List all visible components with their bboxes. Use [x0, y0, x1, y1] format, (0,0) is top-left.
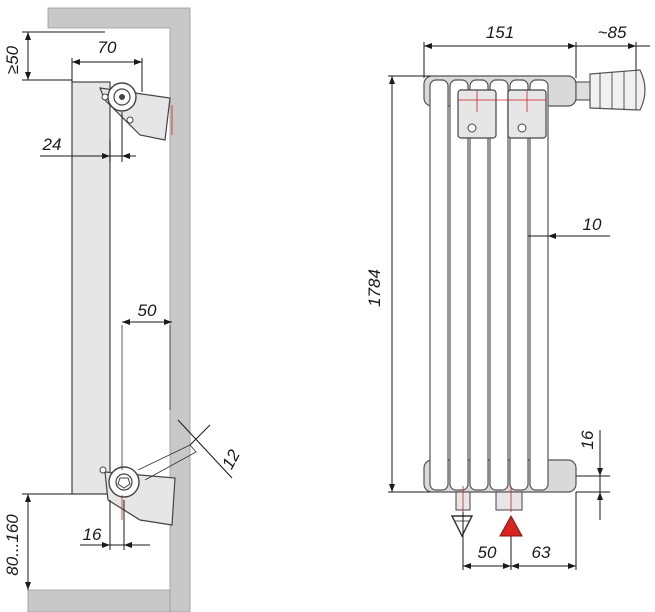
dim-spacing: 10 [528, 215, 610, 239]
dim-port-b-label: 63 [532, 543, 551, 562]
dim-pipe-label: 16 [83, 525, 102, 544]
bottom-valve [99, 444, 197, 526]
dim-spacing-label: 10 [583, 215, 602, 234]
side-view: ≥50 70 24 50 [3, 7, 244, 612]
outlet-marker [450, 515, 474, 538]
dim-valve-label: ~85 [598, 23, 627, 42]
dim-front-width-label: 151 [486, 23, 514, 42]
dim-front-width: 151 [423, 23, 577, 78]
dim-bracket: 50 [122, 301, 172, 325]
dim-top-gap-label: ≥50 [3, 45, 22, 74]
dim-floor: 80...160 [3, 493, 72, 590]
dim-height: 1784 [365, 75, 430, 493]
dim-valve: ~85 [576, 23, 650, 70]
dim-width-side: 70 [71, 38, 143, 92]
wall [47, 7, 191, 612]
front-view: 151 ~85 1784 10 [365, 23, 650, 570]
dim-bracket-label: 50 [138, 301, 157, 320]
inlet-marker [499, 514, 523, 537]
dim-depth-label: 24 [42, 135, 62, 154]
top-valve [99, 82, 173, 141]
valve-head [575, 69, 646, 111]
dim-pipe: 16 [80, 500, 150, 550]
dim-port-a-label: 50 [478, 543, 497, 562]
radiator-side-body [71, 81, 111, 495]
dim-bottom-label: 16 [578, 430, 597, 449]
dim-bottom: 16 [576, 430, 610, 520]
tubes [429, 79, 549, 491]
bottom-ports [450, 486, 523, 538]
dim-floor-label: 80...160 [3, 514, 22, 576]
dim-depth: 24 [40, 112, 136, 162]
floor [27, 589, 171, 612]
dim-width-side-label: 70 [98, 38, 117, 57]
dim-ports: 50 63 [462, 492, 577, 570]
dim-angle-label: 12 [218, 446, 244, 472]
dim-height-label: 1784 [365, 269, 384, 307]
dim-top-gap: ≥50 [3, 31, 105, 81]
